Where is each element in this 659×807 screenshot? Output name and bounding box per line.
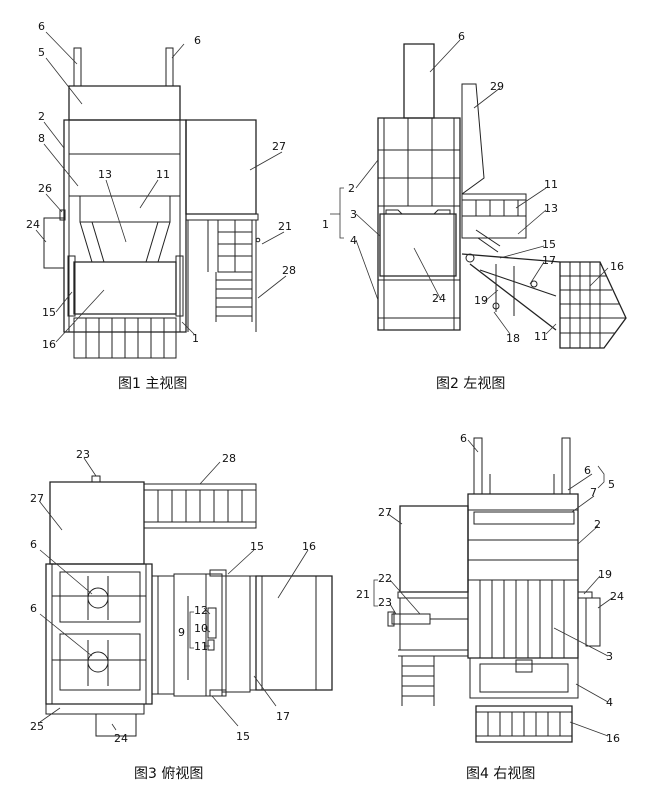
label-fig3-24: 24 [114, 732, 128, 745]
label-fig3-15a: 15 [250, 540, 264, 553]
label-fig4-4: 4 [606, 696, 613, 709]
label-fig2-11a: 11 [544, 178, 558, 191]
label-fig2-11b: 11 [534, 330, 548, 343]
caption-fig4: 图4 右视图 [466, 766, 535, 782]
label-fig1-26: 26 [38, 182, 52, 195]
label-fig4-21: 21 [356, 588, 370, 601]
label-fig2-6: 6 [458, 30, 465, 43]
label-fig1-24: 24 [26, 218, 40, 231]
figure-3-part-labels: 23 28 27 6 15 16 6 12 9 10 11 25 24 15 1… [30, 448, 316, 745]
label-fig1-27: 27 [272, 140, 286, 153]
label-fig1-11: 11 [156, 168, 170, 181]
label-fig1-1: 1 [192, 332, 199, 345]
label-fig4-27: 27 [378, 506, 392, 519]
label-fig2-24: 24 [432, 292, 446, 305]
label-fig4-3: 3 [606, 650, 613, 663]
label-fig3-23: 23 [76, 448, 90, 461]
label-fig1-15: 15 [42, 306, 56, 319]
label-fig2-29: 29 [490, 80, 504, 93]
label-fig3-10: 10 [194, 622, 208, 635]
label-fig3-6b: 6 [30, 602, 37, 615]
figure-2-left-view: 6 29 2 1 3 4 11 13 15 17 16 24 19 18 11 … [322, 30, 626, 392]
label-fig2-15: 15 [542, 238, 556, 251]
label-fig4-23: 23 [378, 596, 392, 609]
label-fig3-28: 28 [222, 452, 236, 465]
caption-fig3: 图3 俯视图 [134, 766, 203, 782]
figure-2-part-labels: 6 29 2 1 3 4 11 13 15 17 16 24 19 18 11 [322, 30, 624, 345]
label-fig1-6a: 6 [38, 20, 45, 33]
label-fig1-21: 21 [278, 220, 292, 233]
label-fig2-13: 13 [544, 202, 558, 215]
label-fig3-15b: 15 [236, 730, 250, 743]
label-fig4-6b: 6 [584, 464, 591, 477]
label-fig4-24: 24 [610, 590, 624, 603]
label-fig4-6a: 6 [460, 432, 467, 445]
label-fig4-2: 2 [594, 518, 601, 531]
label-fig1-6b: 6 [194, 34, 201, 47]
caption-fig1: 图1 主视图 [118, 376, 187, 392]
label-fig2-2: 2 [348, 182, 355, 195]
label-fig3-16: 16 [302, 540, 316, 553]
label-fig1-28: 28 [282, 264, 296, 277]
label-fig4-16: 16 [606, 732, 620, 745]
label-fig1-5: 5 [38, 46, 45, 59]
label-fig3-6a: 6 [30, 538, 37, 551]
label-fig2-3: 3 [350, 208, 357, 221]
label-fig4-22: 22 [378, 572, 392, 585]
label-fig1-2: 2 [38, 110, 45, 123]
label-fig2-17: 17 [542, 254, 556, 267]
label-fig2-1: 1 [322, 218, 329, 231]
figure-3-top-view: 23 28 27 6 15 16 6 12 9 10 11 25 24 15 1… [30, 448, 332, 782]
figure-4-right-view: 6 6 5 7 27 2 22 21 23 19 24 3 4 16 图4 右视… [356, 432, 624, 782]
label-fig3-25: 25 [30, 720, 44, 733]
label-fig3-11: 11 [194, 640, 208, 653]
label-fig4-7: 7 [590, 486, 597, 499]
label-fig2-18: 18 [506, 332, 520, 345]
label-fig2-16: 16 [610, 260, 624, 273]
label-fig3-9: 9 [178, 626, 185, 639]
label-fig3-17: 17 [276, 710, 290, 723]
label-fig2-19: 19 [474, 294, 488, 307]
caption-fig2: 图2 左视图 [436, 376, 505, 392]
figure-1-front-view: 6 5 6 2 8 27 13 11 26 24 21 28 15 16 1 图… [26, 20, 296, 392]
label-fig3-12: 12 [194, 604, 208, 617]
label-fig2-4: 4 [350, 234, 357, 247]
figure-1-part-labels: 6 5 6 2 8 27 13 11 26 24 21 28 15 16 1 [26, 20, 296, 351]
figure-4-part-labels: 6 6 5 7 27 2 22 21 23 19 24 3 4 16 [356, 432, 624, 745]
label-fig3-27: 27 [30, 492, 44, 505]
label-fig1-16: 16 [42, 338, 56, 351]
label-fig1-8: 8 [38, 132, 45, 145]
label-fig1-13: 13 [98, 168, 112, 181]
label-fig4-5: 5 [608, 478, 615, 491]
label-fig4-19: 19 [598, 568, 612, 581]
